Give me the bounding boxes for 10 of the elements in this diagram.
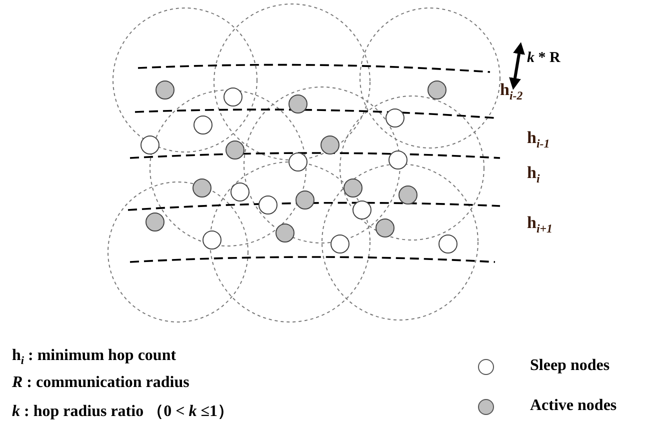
hop-level-label: h$_{i-1}$ [527,128,550,152]
hop-level-label: h$_{i}$ [527,163,540,186]
legend-label: Active nodes [530,397,617,415]
legend-label: Sleep nodes [530,357,610,375]
hop-distance-label: k* R [527,50,560,67]
hop-level-label: h$_{i+1}$ [527,213,552,236]
legend-definition: k : hop radius ratio （0 < k ≤1） [12,402,234,422]
legend-definition: h$_{i}$ : minimum hop count [12,347,176,368]
hop-level-label: h$_{i-2}$ [500,80,523,104]
legend-definition: R : communication radius [12,374,190,392]
